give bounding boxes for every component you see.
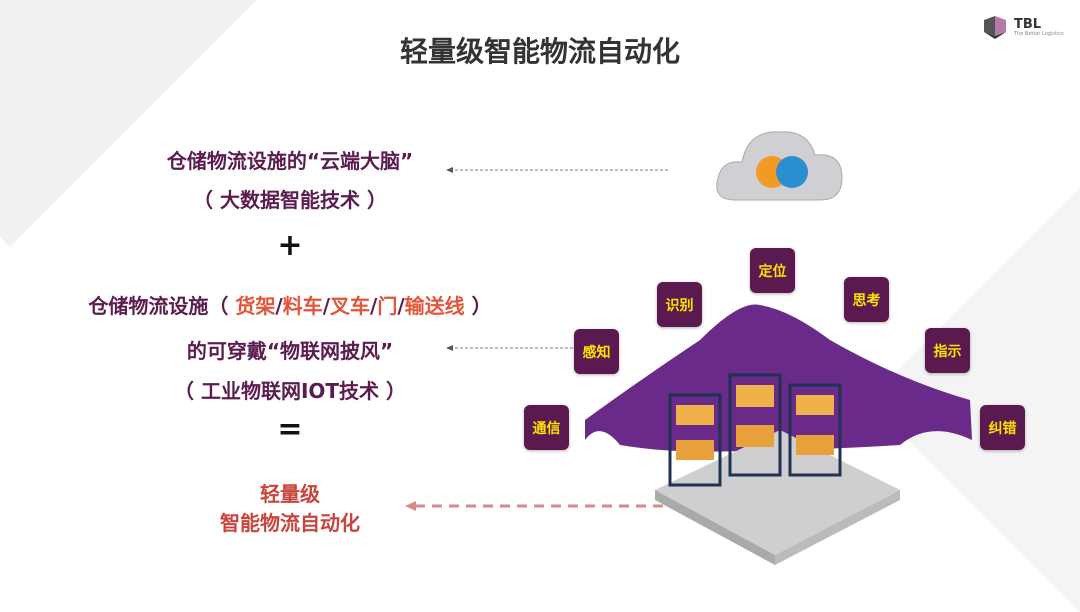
cloud-brain-icon <box>716 131 843 201</box>
page-title: 轻量级智能物流自动化 <box>399 35 680 68</box>
result-line-2: 智能物流自动化 <box>220 511 360 535</box>
tag-recognition: 识别 <box>657 282 702 327</box>
cloud-brain-text: 仓储物流设施的“云端大脑” <box>166 149 414 173</box>
logo-tagline: The Better Logistics <box>1014 30 1064 37</box>
iot-tech-text: （ 工业物联网IOT技术 ） <box>173 379 406 403</box>
tag-thinking: 思考 <box>844 277 889 322</box>
tag-indication: 指示 <box>925 328 970 373</box>
logo-cube-icon <box>984 16 1006 39</box>
logo-name: TBL <box>1014 16 1042 32</box>
plus-sign: + <box>277 228 303 263</box>
big-data-text: （ 大数据智能技术 ） <box>193 188 387 212</box>
facility-text: 仓储物流设施（ 货架/料车/叉车/门/输送线 ） <box>88 294 492 318</box>
tag-sensing: 感知 <box>574 329 619 374</box>
warehouse-platform <box>655 373 900 565</box>
arrows <box>405 167 668 511</box>
result-line-1: 轻量级 <box>260 482 320 506</box>
tag-positioning: 定位 <box>750 248 795 293</box>
illustration <box>405 131 972 565</box>
tag-error-correction: 纠错 <box>980 405 1025 450</box>
tag-communication: 通信 <box>524 405 569 450</box>
equals-sign: = <box>277 412 303 447</box>
iot-cape-text: 的可穿戴“物联网披风” <box>186 339 394 363</box>
